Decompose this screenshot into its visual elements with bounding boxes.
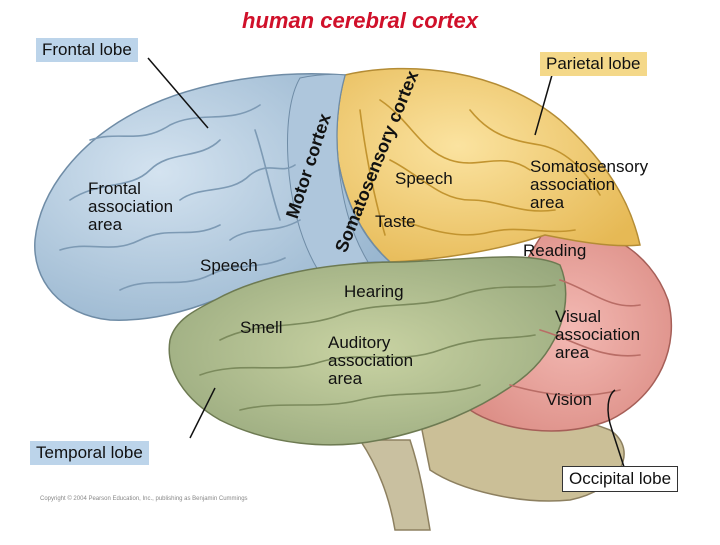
taste-label: Taste xyxy=(375,213,416,231)
smell-label: Smell xyxy=(240,319,283,337)
speech-upper-label: Speech xyxy=(395,170,453,188)
visual-association-label: Visual association area xyxy=(555,308,640,362)
reading-label: Reading xyxy=(523,242,586,260)
somatosensory-association-label: Somatosensory association area xyxy=(530,158,648,212)
occipital-lobe-label: Occipital lobe xyxy=(562,466,678,492)
frontal-association-label: Frontal association area xyxy=(88,180,173,234)
temporal-lobe-label: Temporal lobe xyxy=(30,441,149,465)
vision-label: Vision xyxy=(546,391,592,409)
brainstem-region xyxy=(360,440,430,530)
diagram-title: human cerebral cortex xyxy=(0,8,720,34)
auditory-association-label: Auditory association area xyxy=(328,334,413,388)
hearing-label: Hearing xyxy=(344,283,404,301)
copyright-text: Copyright © 2004 Pearson Education, Inc.… xyxy=(40,496,248,502)
parietal-lobe-label: Parietal lobe xyxy=(540,52,647,76)
speech-lower-label: Speech xyxy=(200,257,258,275)
frontal-lobe-label: Frontal lobe xyxy=(36,38,138,62)
